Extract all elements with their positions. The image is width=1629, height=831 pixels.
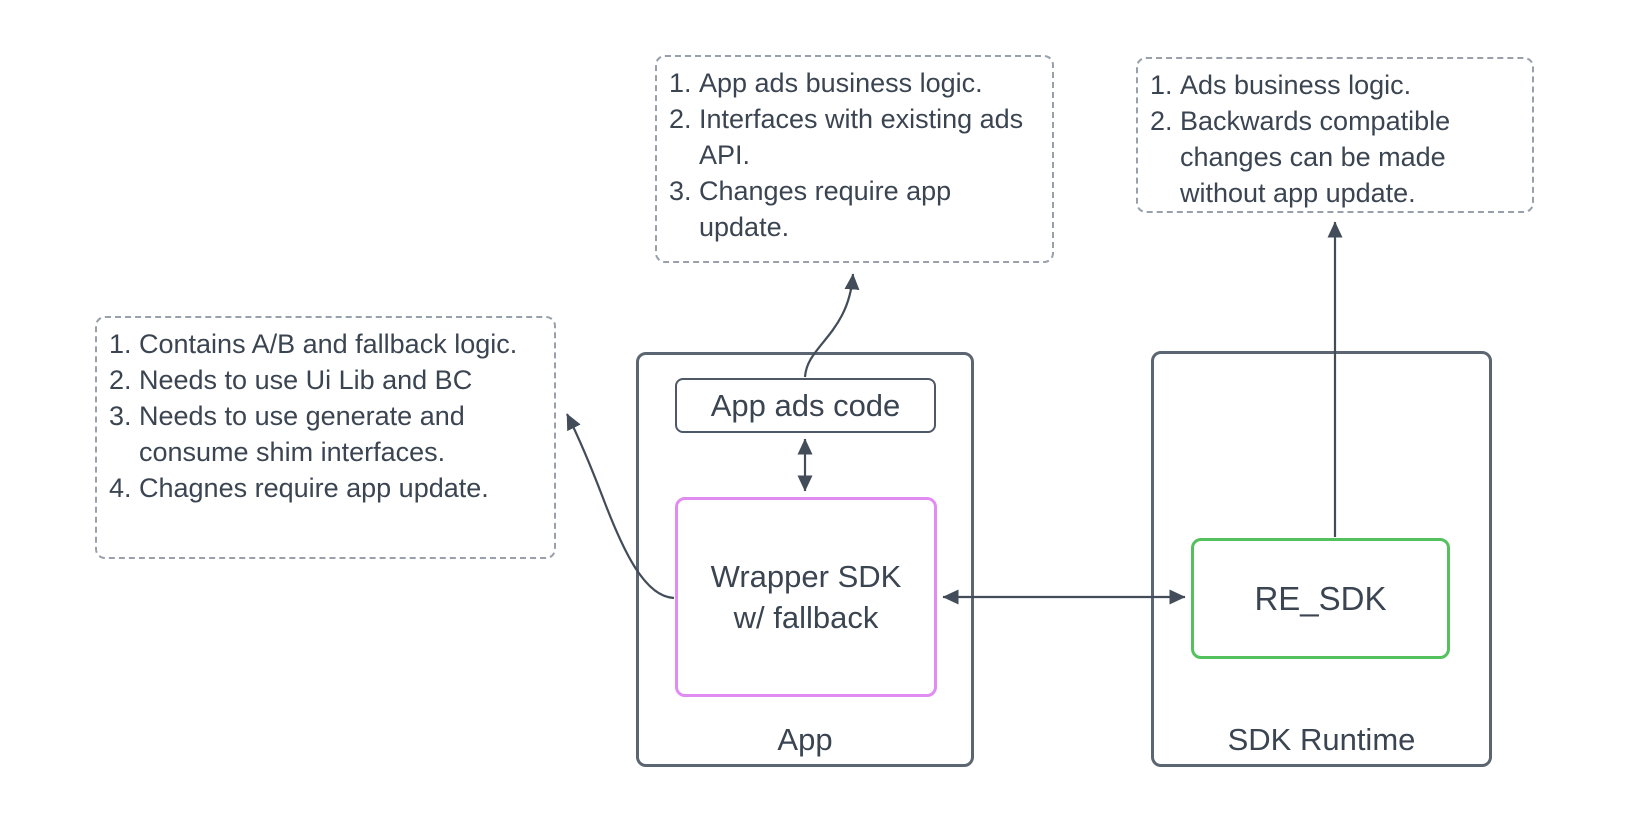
node-wrapper-sdk: Wrapper SDK w/ fallback (675, 497, 937, 697)
node-app-ads-code: App ads code (675, 378, 936, 433)
node-wrapper-sdk-label-line2: w/ fallback (733, 600, 879, 635)
node-re-sdk-label: RE_SDK (1254, 579, 1387, 617)
note-re-sdk: Ads business logic. Backwards compatible… (1136, 57, 1534, 213)
note-item: Interfaces with existing ads API. (699, 101, 1042, 173)
note-re-sdk-list: Ads business logic. Backwards compatible… (1138, 59, 1532, 219)
container-sdk-runtime-label: SDK Runtime (1227, 722, 1416, 757)
note-item: Chagnes require app update. (139, 470, 544, 506)
note-item: Needs to use generate and consume shim i… (139, 398, 544, 470)
note-item: Needs to use Ui Lib and BC (139, 362, 544, 398)
note-item: Changes require app update. (699, 173, 1042, 245)
note-app-ads-code-list: App ads business logic. Interfaces with … (657, 57, 1052, 253)
note-app-ads-code: App ads business logic. Interfaces with … (655, 55, 1054, 263)
container-app-label: App (777, 722, 833, 757)
note-item: Ads business logic. (1180, 67, 1522, 103)
node-re-sdk: RE_SDK (1191, 538, 1450, 659)
note-wrapper-sdk-list: Contains A/B and fallback logic. Needs t… (97, 318, 554, 514)
node-wrapper-sdk-label-line1: Wrapper SDK (710, 559, 902, 594)
note-item: App ads business logic. (699, 65, 1042, 101)
note-wrapper-sdk: Contains A/B and fallback logic. Needs t… (95, 316, 556, 559)
note-item: Contains A/B and fallback logic. (139, 326, 544, 362)
node-app-ads-code-label: App ads code (710, 387, 901, 423)
note-item: Backwards compatible changes can be made… (1180, 103, 1522, 211)
